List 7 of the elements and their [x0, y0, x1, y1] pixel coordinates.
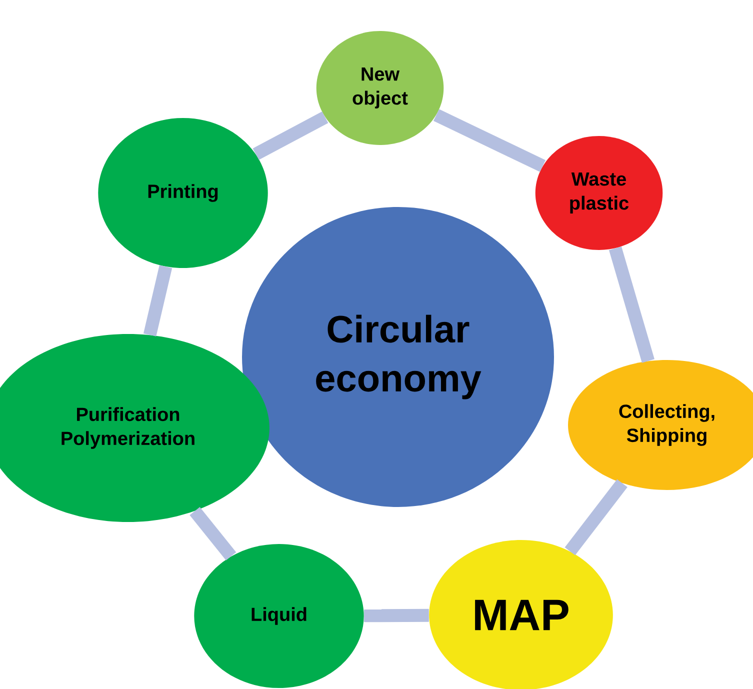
connector-bar [252, 112, 328, 160]
connector-bar [143, 265, 172, 336]
connector-bar [364, 608, 429, 622]
connector-bar [564, 479, 628, 556]
connector-bar [433, 109, 546, 172]
connector-bar [190, 507, 236, 560]
connector-bar [608, 246, 654, 363]
